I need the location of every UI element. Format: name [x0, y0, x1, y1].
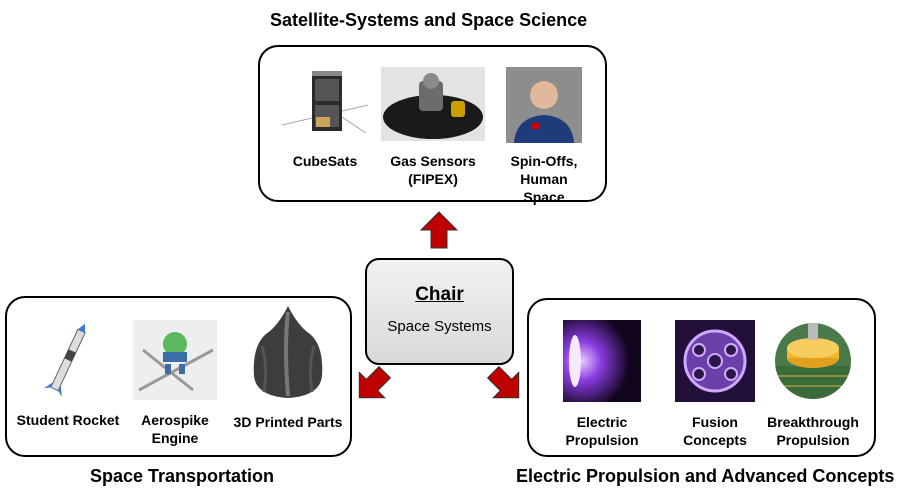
- student-rocket-item: Student Rocket: [13, 320, 123, 429]
- aerospike-engine-image: [133, 320, 217, 400]
- satellite-systems-box: CubeSats Gas Sensors (FIPEX) Spin-Offs, …: [258, 45, 607, 205]
- breakthrough-image: [775, 323, 851, 399]
- fusion-concepts-item: Fusion Concepts: [667, 320, 763, 449]
- 3d-printed-item: 3D Printed Parts: [233, 306, 343, 431]
- thruster-image: [563, 320, 641, 402]
- space-transportation-box: Student Rocket Aerospike Engine 3D Print…: [5, 296, 352, 457]
- spin-offs-item: Spin-Offs, Human Space: [498, 67, 590, 206]
- chair-box: Chair Space Systems: [365, 258, 514, 365]
- breakthrough-propulsion-label: Breakthrough Propulsion: [767, 414, 859, 448]
- fusion-concepts-label: Fusion Concepts: [683, 414, 747, 448]
- down-left-arrow-icon: [358, 365, 392, 399]
- up-arrow-icon: [419, 211, 459, 249]
- gas-sensor-item: Gas Sensors (FIPEX): [380, 67, 486, 188]
- right-group-title: Electric Propulsion and Advanced Concept…: [516, 466, 895, 486]
- 3d-printed-label: 3D Printed Parts: [233, 414, 343, 430]
- top-group-title: Satellite-Systems and Space Science: [270, 10, 588, 30]
- breakthrough-propulsion-item: Breakthrough Propulsion: [765, 320, 861, 449]
- cubesat-item: CubeSats: [281, 67, 369, 170]
- gas-sensor-label: Gas Sensors (FIPEX): [390, 153, 476, 187]
- aerospike-item: Aerospike Engine: [127, 320, 223, 447]
- cubesat-label: CubeSats: [292, 153, 358, 169]
- left-group-title: Space Transportation: [90, 466, 275, 486]
- printed-nozzle-image: [253, 306, 323, 398]
- chair-subtitle: Space Systems: [387, 318, 492, 335]
- fusion-image: [675, 320, 755, 402]
- gas-sensor-image: [381, 67, 485, 141]
- astronaut-image: [506, 67, 582, 143]
- electric-propulsion-item: Electric Propulsion: [539, 320, 665, 449]
- cubesat-image: [281, 71, 369, 134]
- aerospike-label: Aerospike Engine: [141, 412, 209, 446]
- chair-title: Chair: [415, 284, 464, 305]
- electric-propulsion-label: Electric Propulsion: [565, 414, 639, 448]
- rocket-image: [43, 323, 86, 397]
- student-rocket-label: Student Rocket: [16, 412, 120, 428]
- electric-propulsion-box: Electric Propulsion Fusion Concepts: [527, 298, 876, 457]
- down-right-arrow-icon: [486, 365, 520, 399]
- spin-offs-label: Spin-Offs, Human Space: [510, 153, 578, 205]
